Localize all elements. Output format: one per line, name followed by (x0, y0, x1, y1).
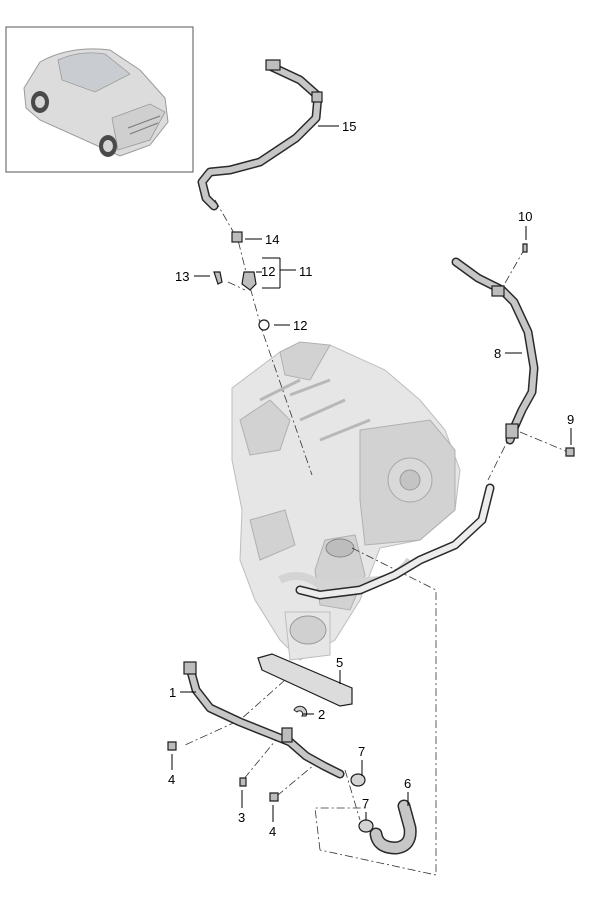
clamp-part-7a[interactable] (350, 773, 366, 787)
car-icon (23, 48, 169, 157)
callout-5: 5 (336, 655, 343, 670)
bolt-part-10[interactable] (522, 243, 528, 253)
hose-part-8[interactable] (451, 257, 539, 445)
engine-illustration (231, 341, 461, 661)
callout-7-b: 7 (362, 796, 369, 811)
callout-6: 6 (404, 776, 411, 791)
hose-part-15[interactable] (197, 59, 323, 211)
callout-3: 3 (238, 810, 245, 825)
fitting-part-14[interactable] (231, 231, 243, 243)
callout-7-a: 7 (358, 744, 365, 759)
vehicle-thumbnail (5, 26, 194, 173)
sensor-part-11[interactable] (241, 271, 257, 291)
callout-8: 8 (494, 346, 501, 361)
callout-10: 10 (518, 209, 532, 224)
callout-11: 11 (299, 264, 313, 279)
bolt-part-9[interactable] (565, 447, 575, 457)
callout-2: 2 (318, 707, 325, 722)
bolt-part-4b[interactable] (269, 792, 279, 802)
callout-9: 9 (567, 412, 574, 427)
callout-12-a: 12 (261, 264, 275, 279)
callout-4-b: 4 (269, 824, 276, 839)
callout-4-a: 4 (168, 772, 175, 787)
hose-part-6[interactable] (369, 799, 417, 855)
leader-lines (171, 125, 572, 822)
callout-14: 14 (265, 232, 279, 247)
seal-ring-part-12[interactable] (258, 319, 270, 331)
pipe-part-1[interactable] (183, 661, 345, 779)
heat-shield-part-5[interactable] (257, 653, 353, 707)
bolt-part-3[interactable] (239, 777, 247, 787)
callout-labels: 15 14 13 12 11 12 10 8 9 5 1 2 4 3 4 7 6… (168, 119, 574, 839)
clip-part-2[interactable] (293, 705, 308, 717)
callout-1: 1 (169, 685, 176, 700)
callout-15: 15 (342, 119, 356, 134)
callout-13: 13 (175, 269, 189, 284)
bolt-part-13[interactable] (213, 271, 223, 285)
bolt-part-4a[interactable] (167, 741, 177, 751)
coolant-pipe-main (295, 483, 495, 600)
callout-12-b: 12 (293, 318, 307, 333)
